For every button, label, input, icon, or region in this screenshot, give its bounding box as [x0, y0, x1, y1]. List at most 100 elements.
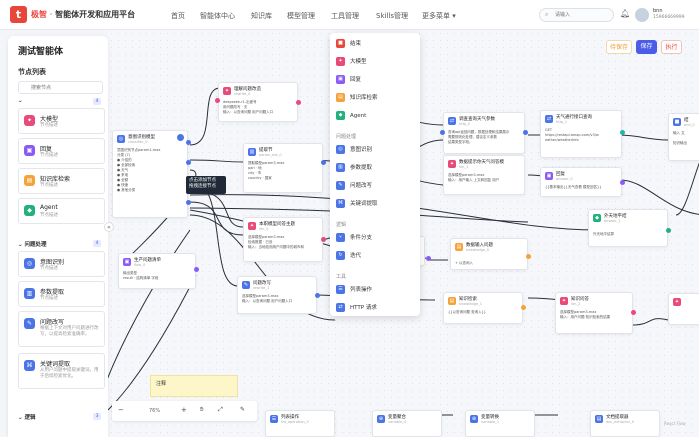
zoom-in-icon[interactable]: + [181, 406, 187, 414]
node-weather-http[interactable]: ⇄ 天气通行接口查询 http_1 GET https://restapi.am… [540, 110, 622, 158]
node-knowledge-search[interactable]: ▤ 知识检索 knowledge_1 {{以查询问题 查询入}} [443, 292, 523, 324]
menu-item-agent[interactable]: ◆Agent [336, 111, 366, 120]
handle[interactable] [440, 130, 445, 135]
handle[interactable] [315, 293, 320, 298]
sticky-note[interactable]: 注释 [150, 375, 238, 397]
sidebar-item-knowledge[interactable]: ▤ 知识库检索 节点描述 [18, 168, 105, 194]
run-button[interactable]: 执行 [661, 40, 682, 54]
node-list-operation[interactable]: ☰ 列表操作 list_operation_0 [265, 410, 335, 437]
node-right-llm[interactable]: ✦ [668, 293, 699, 325]
node-data-input[interactable]: ▤ 数据输入问题 knowledge_0 + 以查询入 [450, 238, 528, 270]
node-produce-list[interactable]: ▣ 生产问题清单 flow_0 输出类型 result · 结构清单·字段 [118, 253, 196, 289]
node-variable-transform[interactable]: ⊕ 变量转换 variable_1 [465, 410, 535, 437]
node-id: llm_1 [459, 165, 469, 169]
menu-item-rewrite[interactable]: ✎问题改写 [336, 181, 372, 190]
handle[interactable] [631, 310, 636, 315]
handle[interactable] [523, 130, 528, 135]
group-toggle-question[interactable]: ⌄ 问题处理 [18, 242, 47, 248]
note-icon[interactable]: ✎ [240, 406, 246, 413]
handle[interactable] [426, 256, 431, 261]
nav-skills[interactable]: Skills管理 [376, 12, 408, 20]
node-intent-classifier[interactable]: ◎ 意图识别模型 classifier_0 意图识别节点param1-max 分… [112, 130, 188, 218]
handle[interactable] [321, 160, 326, 165]
item-desc: 根据上下文对用户问题进行改写，以提高检索准确率。 [40, 326, 99, 337]
node-weather-llm[interactable]: ✦ 数据提示你天气问答模 llm_1 选择模型param3-max 输入：用户输… [443, 155, 525, 195]
node-rewrite-llm[interactable]: ✦ 理解问题改造 rewrite_0 deepseek-r1-出差号 用问题改写… [218, 82, 298, 122]
node-title: 外天地平结 [604, 214, 627, 219]
menu-item-param-extract[interactable]: ▥参数提取 [336, 163, 372, 172]
handle[interactable] [186, 140, 191, 145]
handle[interactable] [186, 200, 191, 205]
sidebar-item-reply[interactable]: ▣ 回复 节点描述 [18, 138, 105, 164]
reply-icon: ▣ [336, 75, 345, 84]
collapse-sidebar-icon[interactable]: « [104, 222, 114, 232]
menu-item-knowledge[interactable]: ▤知识库检索 [336, 93, 378, 102]
sparkle-icon: ✦ [673, 298, 681, 306]
group-toggle-logic[interactable]: ⌄ 逻辑 [18, 415, 36, 421]
node-reply[interactable]: ▣ 回复 answer_0 {{基本输出}}天气查看 模型回答}} [540, 167, 622, 197]
hand-icon[interactable]: ✋︎ [200, 406, 204, 413]
zoom-level[interactable]: 76% [149, 408, 161, 414]
handle[interactable] [521, 305, 526, 310]
bell-icon[interactable]: 🔔︎ [620, 9, 631, 18]
nav-agent-center[interactable]: 智能体中心 [200, 12, 235, 20]
header-search-input[interactable] [539, 8, 614, 22]
group-count: 4 [93, 240, 101, 247]
handle[interactable] [194, 267, 199, 272]
handle[interactable] [215, 98, 220, 103]
node-body: 选择模型param3-max 输入：用户问题 知识检索的结果 [560, 310, 611, 319]
handle[interactable] [620, 130, 625, 135]
play-icon[interactable] [177, 134, 184, 141]
handle[interactable] [666, 228, 671, 233]
menu-item-llm[interactable]: ✦大模型 [336, 57, 367, 66]
sidebar-item-keyword[interactable]: ⌘ 关键词提取 从用户问题中提取关键词，用于后续检索优化。 [18, 353, 105, 389]
handle[interactable] [526, 254, 531, 259]
save-button[interactable]: 保存 [636, 40, 657, 54]
menu-item-keyword[interactable]: ⌘关键词提取 [336, 199, 378, 208]
sidebar-item-llm[interactable]: ✦ 大模型 节点描述 [18, 108, 105, 134]
menu-item-list-operation[interactable]: ☰列表操作 [336, 285, 372, 294]
handle[interactable] [620, 180, 625, 185]
group-toggle-basic[interactable]: ⌄ [18, 98, 23, 104]
menu-item-condition[interactable]: ⑂条件分支 [336, 233, 372, 242]
menu-item-reply[interactable]: ▣回复 [336, 75, 361, 84]
nav-models[interactable]: 模型管理 [287, 12, 315, 20]
node-end[interactable]: ■ 结 end_0 输入 文 知识输出 [668, 113, 699, 161]
nav-tools[interactable]: 工具管理 [331, 12, 359, 20]
draft-status-button[interactable]: 待保存 [606, 40, 632, 54]
node-doc-extractor[interactable]: ▤ 文档提取器 doc_extractor_0 [590, 410, 660, 437]
avatar[interactable] [635, 8, 649, 22]
handle[interactable] [186, 160, 191, 165]
node-search-input[interactable] [18, 81, 103, 94]
sidebar-item-agent[interactable]: ◆ Agent 节点描述 [18, 198, 105, 224]
node-weather-params[interactable]: ⇄ 调查查询天气参数 http_0 查询api返回问题，数据处理和结果展示 需要… [443, 112, 525, 154]
sidebar-item-intent[interactable]: ◎ 意图识别 节点描述 [18, 251, 105, 277]
node-variable-aggregate[interactable]: ⊕ 变量聚合 variable_0 [372, 410, 442, 437]
sidebar-item-rewrite[interactable]: ✎ 问题改写 根据上下文对用户问题进行改写，以提高检索准确率。 [18, 311, 105, 347]
node-param-extract[interactable]: ▥ 提取节 param_ext_0 提取模型param3-max parl · … [243, 143, 323, 193]
menu-item-end[interactable]: ■结束 [336, 39, 361, 48]
nav-more-menu[interactable]: 更多菜单 ▾ [422, 12, 456, 20]
node-knowledge-qa[interactable]: ✦ 知识问答 llm_2 选择模型param3-max 输入：用户问题 知识检索… [555, 292, 633, 334]
handle[interactable] [321, 237, 326, 242]
node-title: 提取节 [259, 148, 273, 153]
menu-item-iterate[interactable]: ↻迭代 [336, 251, 361, 260]
app-logo[interactable]: t [10, 6, 27, 23]
group-count: 4 [93, 98, 101, 105]
menu-item-intent[interactable]: ◎意图识别 [336, 145, 372, 154]
agent-title: 测试智能体 [18, 47, 64, 57]
node-id: llm_0 [259, 227, 269, 231]
fit-view-icon[interactable]: ⤢ [218, 406, 223, 413]
nav-home[interactable]: 首页 [171, 12, 185, 20]
zoom-out-icon[interactable]: − [118, 406, 124, 414]
menu-item-http[interactable]: ⇄HTTP 请求 [336, 303, 377, 312]
handle[interactable] [296, 100, 301, 105]
http-icon: ⇄ [336, 303, 345, 312]
node-question-rewrite[interactable]: ✎ 问题改写 rewrite_1 选择模型param3-max 输入：以查询问题… [237, 276, 317, 314]
sidebar-item-param-extract[interactable]: ▥ 参数提取 节点描述 [18, 281, 105, 307]
nav-knowledge[interactable]: 知识库 [251, 12, 272, 20]
node-classify-llm[interactable]: ✦ 本职模型问答主题 llm_0 选择模型param3-max 检索数据 · 已… [243, 217, 323, 262]
node-agent-reply[interactable]: ◆ 外天地平结 answer_1 外天地平结算 [588, 209, 668, 247]
node-list-title: 节点列表 [18, 68, 46, 76]
node-id: answer_0 [556, 177, 573, 181]
